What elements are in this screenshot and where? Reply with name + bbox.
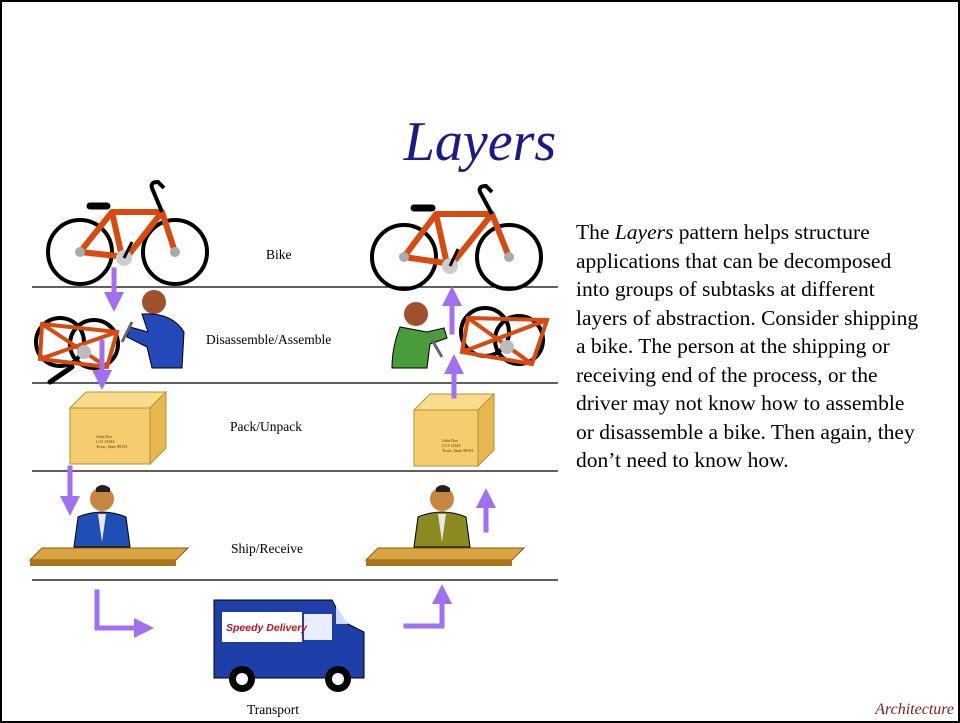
box-label-line3: Town, State 98192 (442, 448, 473, 454)
disassembled-bike-right-illustration (459, 306, 550, 367)
worker-blue-illustration (120, 290, 185, 369)
bike-left-illustration (46, 179, 209, 286)
arrows-up (403, 286, 496, 629)
receiver-desk-right-illustration (364, 485, 526, 566)
worker-green-illustration (391, 302, 448, 369)
arrows-down (60, 267, 154, 638)
arrow-turn-right (94, 589, 154, 638)
description-prefix: The (576, 220, 615, 244)
arrow-turn-up (403, 584, 452, 629)
slide-title: Layers (403, 111, 557, 173)
footer-label: Architecture (875, 701, 954, 718)
layer-label-transport: Transport (247, 702, 300, 717)
description-body: pattern helps structure applications tha… (576, 220, 919, 472)
box-label-line2: C/O 12344 (442, 443, 461, 448)
layer-label-ship-receive: Ship/Receive (231, 541, 303, 556)
layer-separators (32, 286, 558, 581)
package-box-left-illustration: John Doe C/O 12344 Town, State 98192 (68, 390, 168, 466)
box-label-line3: Town, State 98192 (96, 444, 127, 450)
disassembled-bike-left-illustration (34, 316, 120, 385)
van-label: Speedy Delivery (226, 622, 308, 634)
box-label-line1: John Doe (442, 438, 458, 443)
delivery-van-illustration: Speedy Delivery (213, 599, 365, 692)
shipper-desk-left-illustration (28, 485, 190, 566)
box-label-line1: John Doe (96, 434, 112, 439)
description-text: The Layers pattern helps structure appli… (576, 218, 926, 475)
layer-label-disassemble-assemble: Disassemble/Assemble (206, 332, 332, 347)
layer-label-pack-unpack: Pack/Unpack (230, 419, 302, 434)
package-box-right-illustration: John Doe C/O 12344 Town, State 98192 (412, 392, 496, 468)
layer-label-bike: Bike (266, 247, 292, 262)
bike-right-illustration (370, 183, 543, 291)
box-label-line2: C/O 12344 (96, 439, 115, 444)
description-emphasis: Layers (614, 220, 674, 244)
